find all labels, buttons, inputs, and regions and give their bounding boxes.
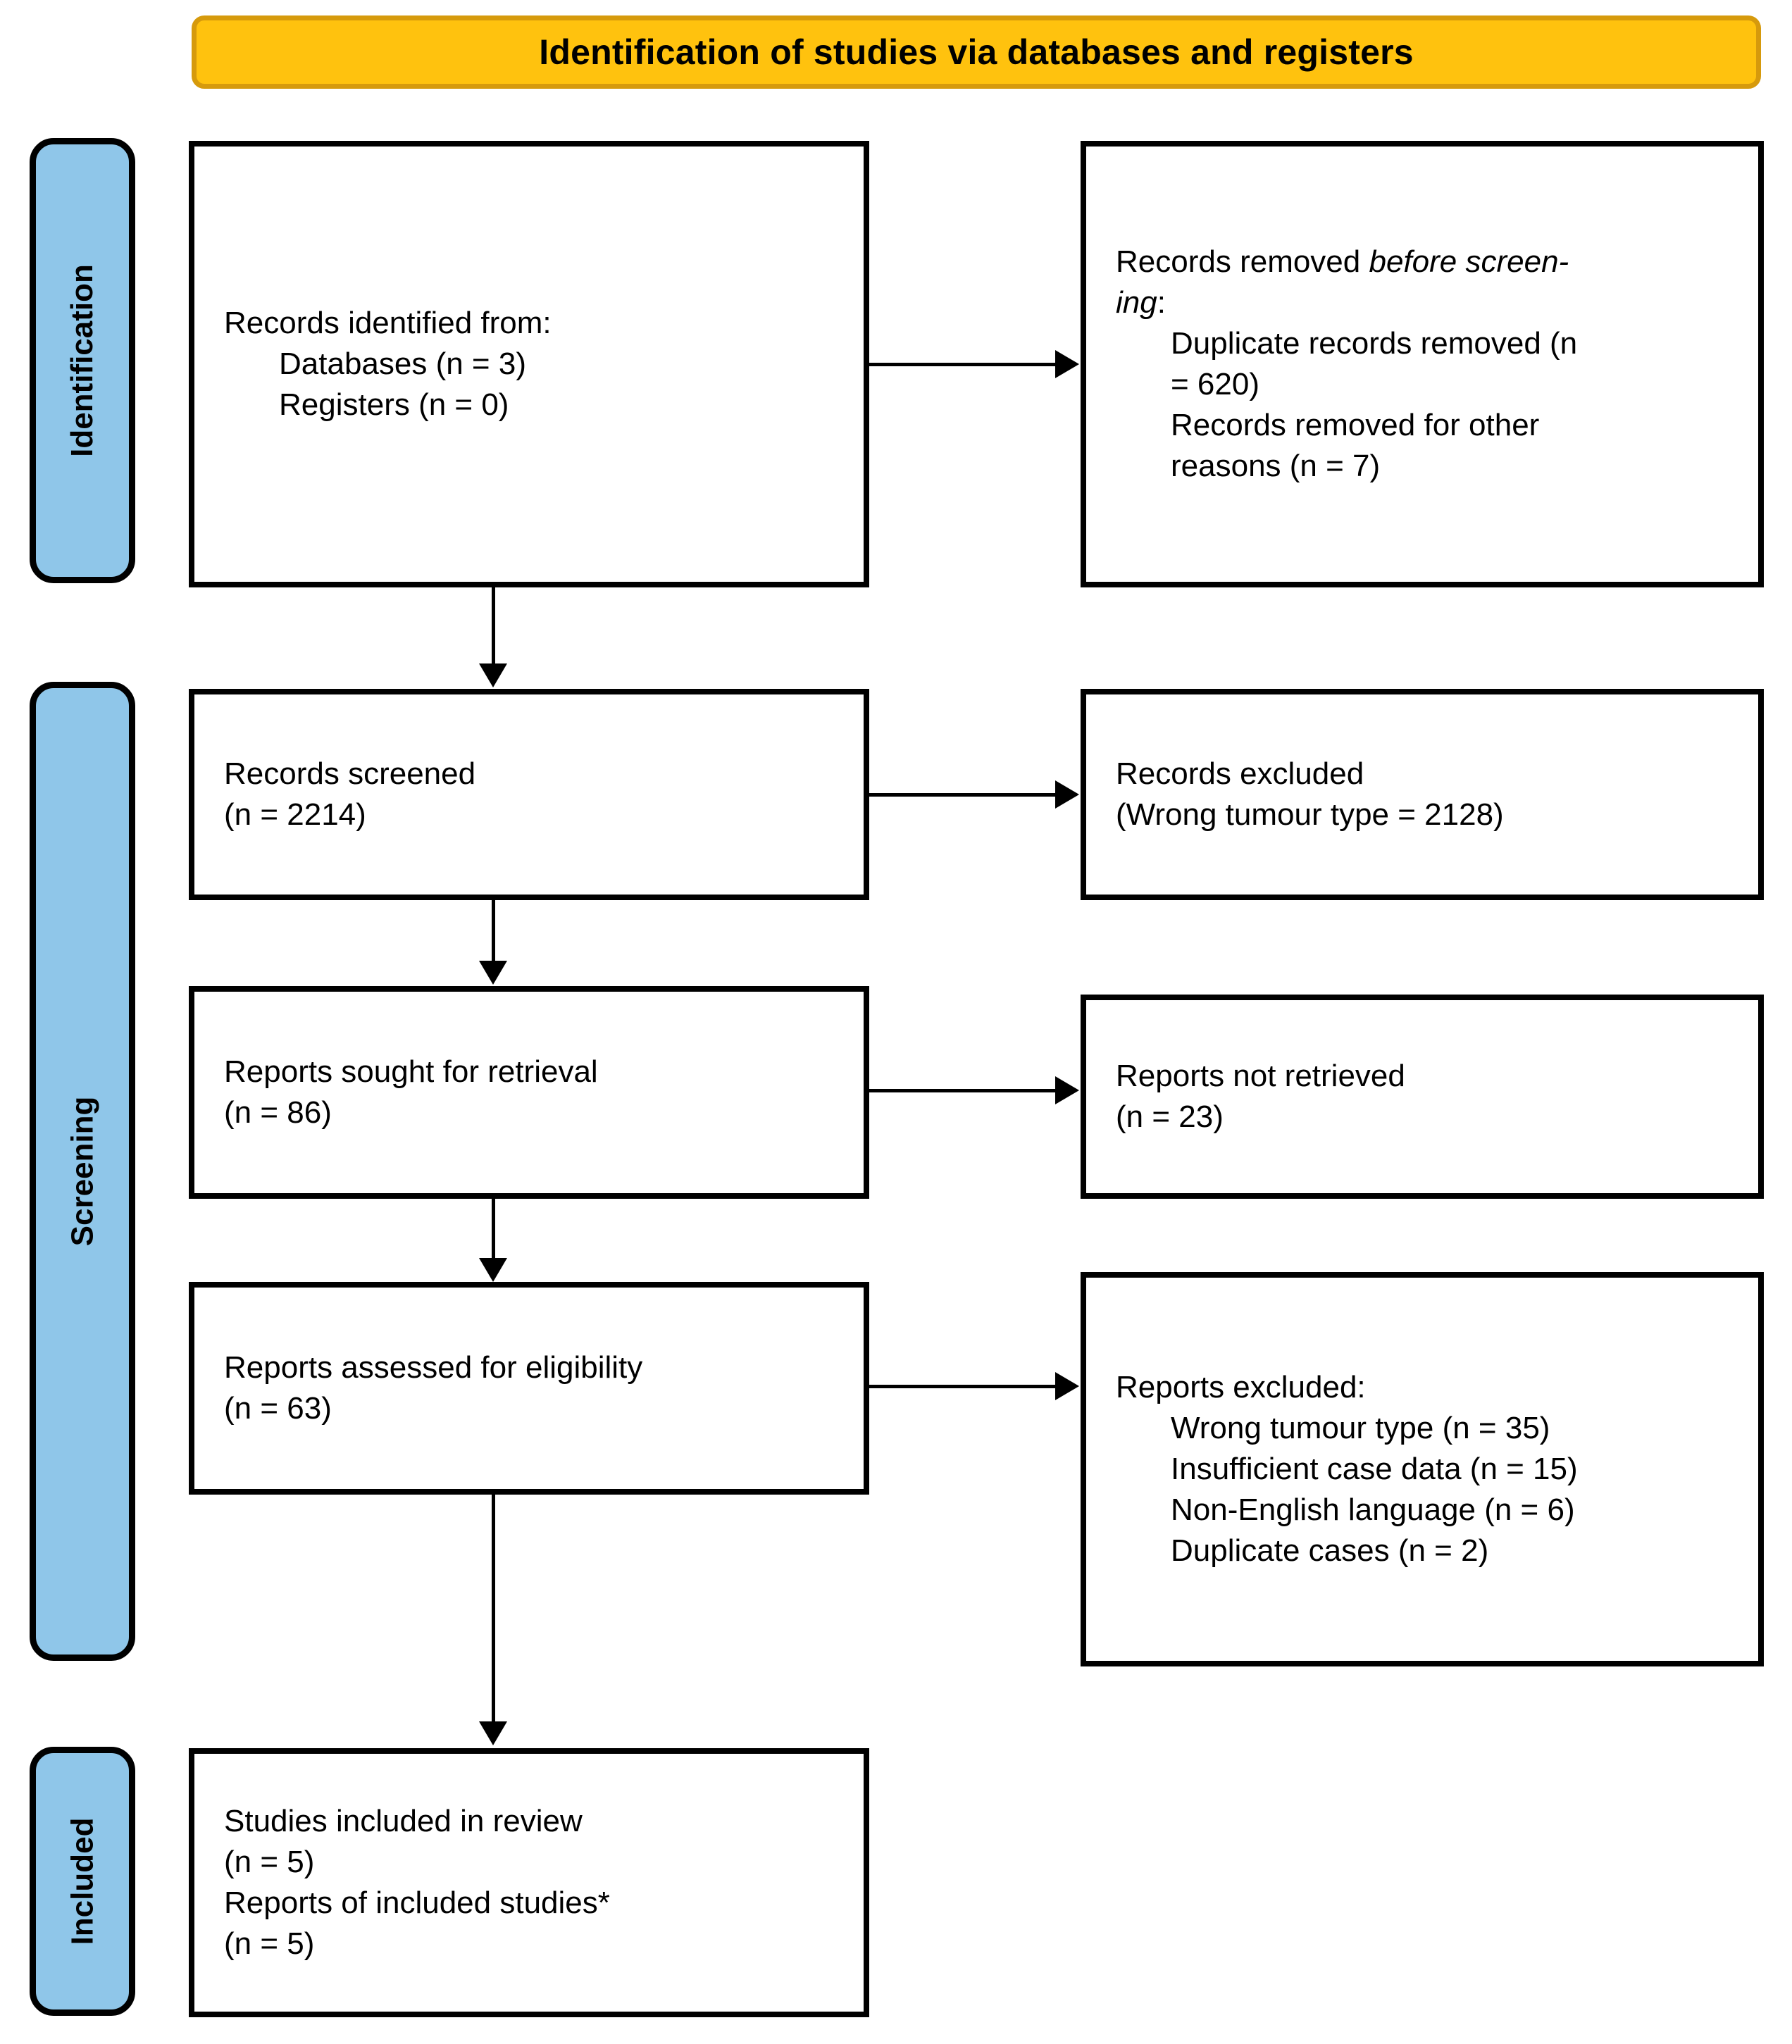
duplicate-records-removed-line-1: Duplicate records removed (n (1171, 325, 1578, 361)
reports-assessed-count: (n = 63) (224, 1391, 332, 1426)
records-removed-heading-italic: before screen- (1369, 244, 1569, 279)
arrow-line (492, 587, 495, 665)
records-removed-other-line-2: reasons (n = 7) (1171, 449, 1381, 484)
reports-sought-count: (n = 86) (224, 1095, 332, 1130)
reports-excluded-wrong-tumour-type: Wrong tumour type (n = 35) (1171, 1410, 1550, 1445)
reports-of-included-studies-label: Reports of included studies* (224, 1886, 610, 1920)
records-removed-heading-italic-2: ing (1116, 285, 1157, 320)
reports-excluded-non-english-language: Non-English language (n = 6) (1171, 1493, 1575, 1528)
reports-assessed-label: Reports assessed for eligibility (224, 1350, 643, 1385)
box-reports-not-retrieved: Reports not retrieved (n = 23) (1081, 995, 1764, 1199)
studies-included-label: Studies included in review (224, 1803, 583, 1838)
reports-not-retrieved-count: (n = 23) (1116, 1099, 1224, 1134)
arrow-line (492, 1495, 495, 1724)
reports-excluded-duplicate-cases: Duplicate cases (n = 2) (1171, 1533, 1489, 1569)
arrow-line (869, 363, 1057, 366)
arrow-line (492, 900, 495, 964)
records-identified-line-1: Records identified from: (224, 305, 552, 340)
records-identified-registers: Registers (n = 0) (279, 387, 509, 423)
records-excluded-label: Records excluded (1116, 756, 1364, 791)
box-reports-excluded-content: Reports excluded: Wrong tumour type (n =… (1086, 1367, 1758, 1571)
arrow-line (869, 1385, 1057, 1388)
box-records-identified: Records identified from: Databases (n = … (189, 141, 869, 587)
stage-label-screening-text: Screening (65, 1096, 99, 1247)
records-removed-other-line-1: Records removed for other (1171, 408, 1540, 443)
box-studies-included-in-review: Studies included in review (n = 5) Repor… (189, 1748, 869, 2017)
arrow-head (1055, 350, 1079, 378)
box-records-removed-content: Records removed before screen- ing: Dupl… (1086, 242, 1758, 487)
arrow-head (1055, 1372, 1079, 1400)
box-studies-included-content: Studies included in review (n = 5) Repor… (194, 1801, 864, 1964)
box-reports-excluded: Reports excluded: Wrong tumour type (n =… (1081, 1272, 1764, 1666)
arrow-line (869, 793, 1057, 797)
stage-label-identification-text: Identification (65, 264, 99, 457)
stage-label-screening: Screening (30, 682, 135, 1661)
box-records-identified-content: Records identified from: Databases (n = … (194, 303, 864, 425)
arrow-head (1055, 780, 1079, 809)
reports-not-retrieved-label: Reports not retrieved (1116, 1058, 1405, 1093)
arrow-head (479, 961, 507, 985)
box-reports-assessed-for-eligibility: Reports assessed for eligibility (n = 63… (189, 1282, 869, 1495)
arrow-head (479, 1258, 507, 1282)
reports-excluded-heading: Reports excluded: (1116, 1369, 1366, 1404)
banner-identification-header: Identification of studies via databases … (192, 15, 1761, 89)
stage-label-identification: Identification (30, 138, 135, 583)
box-reports-sought-for-retrieval: Reports sought for retrieval (n = 86) (189, 986, 869, 1199)
duplicate-records-removed-line-2: = 620) (1171, 367, 1259, 401)
box-reports-not-retrieved-content: Reports not retrieved (n = 23) (1086, 1056, 1758, 1138)
arrow-head (479, 1721, 507, 1745)
box-reports-assessed-content: Reports assessed for eligibility (n = 63… (194, 1347, 864, 1429)
box-records-removed-before-screening: Records removed before screen- ing: Dupl… (1081, 141, 1764, 587)
records-removed-heading-line-2: ing: (1116, 282, 1729, 323)
records-screened-count: (n = 2214) (224, 797, 366, 832)
arrow-head (1055, 1076, 1079, 1104)
reports-excluded-insufficient-case-data: Insufficient case data (n = 15) (1171, 1451, 1578, 1486)
banner-title: Identification of studies via databases … (539, 32, 1414, 72)
stage-label-included-text: Included (65, 1817, 99, 1945)
box-records-screened: Records screened (n = 2214) (189, 689, 869, 900)
arrow-line (869, 1089, 1057, 1092)
stage-label-included: Included (30, 1747, 135, 2016)
reports-of-included-studies-count: (n = 5) (224, 1926, 315, 1962)
records-removed-heading-colon: : (1157, 285, 1166, 320)
studies-included-count: (n = 5) (224, 1844, 315, 1879)
arrow-head (479, 663, 507, 687)
box-records-screened-content: Records screened (n = 2214) (194, 754, 864, 835)
box-records-excluded: Records excluded (Wrong tumour type = 21… (1081, 689, 1764, 900)
reports-sought-label: Reports sought for retrieval (224, 1054, 598, 1089)
records-removed-heading-plain: Records removed (1116, 244, 1369, 279)
records-screened-label: Records screened (224, 756, 476, 791)
records-removed-heading-line-1: Records removed before screen- (1116, 242, 1729, 282)
records-identified-databases: Databases (n = 3) (279, 346, 526, 381)
records-excluded-count: (Wrong tumour type = 2128) (1116, 797, 1504, 832)
box-reports-sought-content: Reports sought for retrieval (n = 86) (194, 1052, 864, 1133)
arrow-line (492, 1199, 495, 1261)
box-records-excluded-content: Records excluded (Wrong tumour type = 21… (1086, 754, 1758, 835)
